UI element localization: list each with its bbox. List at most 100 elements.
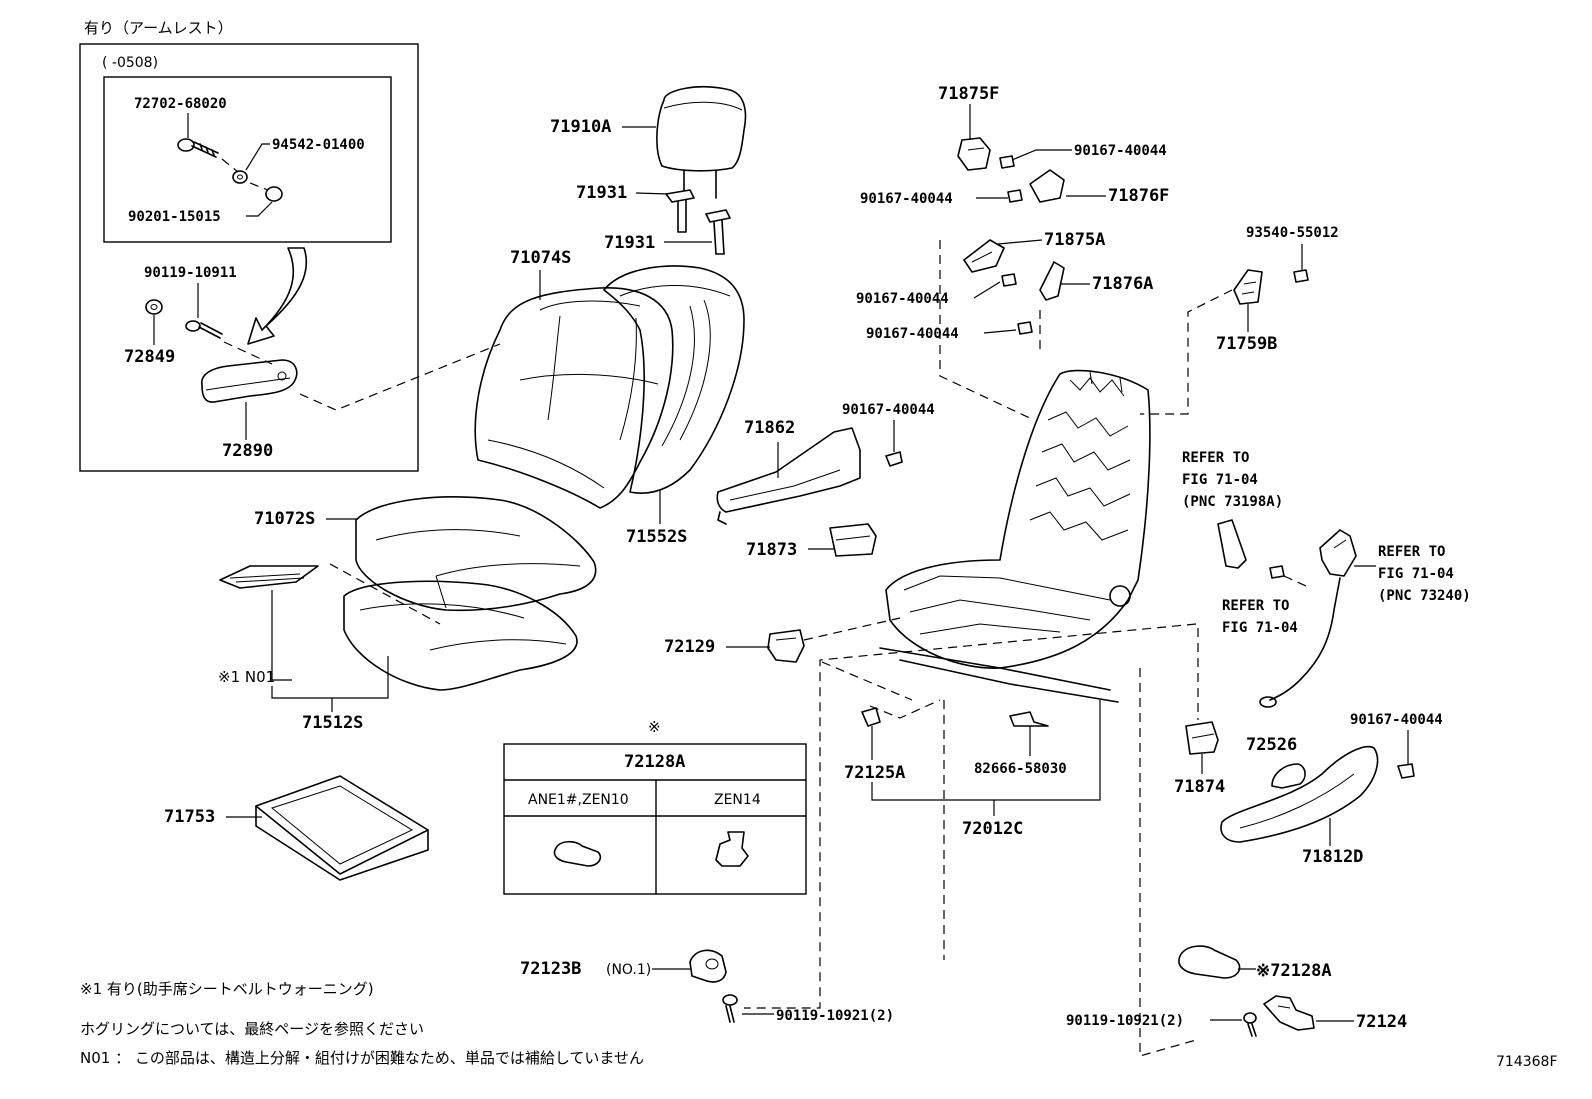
- seat-back-pad-icon: [603, 265, 745, 494]
- lever-screw-label: 93540-55012: [1246, 225, 1339, 241]
- hinge-screw-f2-label: 90167-40044: [860, 191, 953, 207]
- tray-label: 71753: [164, 807, 215, 827]
- hinge-cover-a-label: 71875A: [1044, 230, 1105, 250]
- hinge-screw-a2-label: 90167-40044: [866, 326, 959, 342]
- bolt-left-icon: [722, 994, 738, 1023]
- cover-71873-icon: [829, 523, 877, 557]
- nut-icon: [265, 186, 283, 202]
- seat-back-cover-icon: [474, 287, 674, 509]
- seatbelt-buckle-icon: [1259, 529, 1357, 708]
- diagram-number: 714368F: [1496, 1054, 1558, 1070]
- variant-table-marker: ※: [648, 718, 661, 736]
- shield-screw-icon: [885, 451, 903, 467]
- hinge-cover-f-label: 71875F: [938, 84, 999, 104]
- cover-variant-2-icon: [715, 831, 749, 867]
- n01-label: ※1 N01: [218, 668, 275, 686]
- tray-icon: [255, 775, 429, 881]
- armrest-to-seat-dashline: [299, 343, 501, 411]
- clip-82666-label: 82666-58030: [974, 761, 1067, 777]
- bolt-left-label: 90119-10921(2): [776, 1008, 894, 1024]
- belt-dashline: [1283, 575, 1307, 587]
- inset-nut-label: 90201-15015: [128, 209, 221, 225]
- bolt-right-label: 90119-10921(2): [1066, 1013, 1184, 1029]
- refer-belt-line3: (PNC 73240): [1378, 588, 1471, 604]
- headrest-icon: [656, 86, 747, 199]
- headrest-support-label-1: 71931: [576, 183, 627, 203]
- headrest-support-icon: [665, 189, 731, 255]
- refer-bolt-line2: FIG 71-04: [1222, 620, 1298, 636]
- variant-table-col1: ANE1#,ZEN10: [528, 792, 629, 808]
- hinge-cover-a-icon: [963, 239, 1005, 273]
- footnote-1: ※1 有り(助手席シートベルトウォーニング): [80, 980, 374, 998]
- cushion-cover-label: 71072S: [254, 509, 315, 529]
- bolt-belt-icon: [1269, 565, 1285, 579]
- bolt-right-icon: [1243, 1012, 1257, 1037]
- variant-table-col2: ZEN14: [714, 792, 761, 808]
- side-shield-icon: [1220, 745, 1379, 843]
- seat-back-pad-label: 71552S: [626, 527, 687, 547]
- hinge-cover-f2-label: 71876F: [1108, 186, 1169, 206]
- hinge-screw-a2-icon: [1017, 321, 1033, 335]
- curved-arrow-icon: [247, 247, 308, 345]
- cover-72128a-icon: [1178, 945, 1241, 979]
- shield-inner-label: 71862: [744, 418, 795, 438]
- armrest-inset: 有り（アームレスト） ( -0508) 72702-68020 94542-01…: [79, 19, 419, 472]
- cushion-cover-icon: [355, 496, 597, 612]
- seat-frame-icon: [879, 369, 1151, 703]
- variant-table: ※ 72128A ANE1#,ZEN10 ZEN14: [503, 718, 807, 895]
- side-screw-icon: [1397, 763, 1415, 779]
- lever-screw-icon: [1293, 269, 1309, 283]
- cover-72124-icon: [1263, 995, 1315, 1031]
- inset-frame: [79, 43, 419, 472]
- refer-buckle-line1: REFER TO: [1182, 450, 1249, 466]
- cover-71874-label: 71874: [1174, 777, 1225, 797]
- seat-adjuster-label: 72012C: [962, 819, 1023, 839]
- inset-subframe: [103, 76, 392, 243]
- cover-72128a-label: ※72128A: [1256, 961, 1332, 981]
- washer-icon: [232, 170, 248, 184]
- inset-washer-label: 94542-01400: [272, 137, 365, 153]
- side-shield-label: 71812D: [1302, 847, 1363, 867]
- shield-screw-label: 90167-40044: [842, 402, 935, 418]
- cover-72123b-qty: (NO.1): [606, 962, 651, 978]
- cover-variant-1-icon: [553, 840, 602, 867]
- refer-belt-line1: REFER TO: [1378, 544, 1445, 560]
- cover-72124-label: 72124: [1356, 1012, 1407, 1032]
- knob-icon: [1271, 763, 1306, 789]
- cap-icon: [145, 299, 163, 315]
- hinge-cover-a2-label: 71876A: [1092, 274, 1153, 294]
- cushion-pad-icon: [343, 580, 578, 691]
- hinge-cover-f-icon: [957, 137, 991, 171]
- variant-table-title: 72128A: [624, 752, 685, 772]
- lever-icon: [1233, 269, 1263, 305]
- adjuster-bracket: [871, 700, 1101, 801]
- shield-inner-icon: [716, 427, 861, 525]
- clip-72125a-label: 72125A: [844, 763, 905, 783]
- hook-72129-label: 72129: [664, 637, 715, 657]
- cover-71873-label: 71873: [746, 540, 797, 560]
- armrest-icon: [201, 359, 298, 403]
- hinge-cover-a2-icon: [1039, 261, 1065, 301]
- refer-buckle-line2: FIG 71-04: [1182, 472, 1258, 488]
- hinge-screw-f2-icon: [1007, 189, 1023, 203]
- hinge-screw-f1-label: 90167-40044: [1074, 143, 1167, 159]
- adjuster-dashline-mid: [821, 661, 913, 701]
- inset-screw-label: 90119-10911: [144, 265, 237, 281]
- inset-armrest-label: 72890: [222, 441, 273, 461]
- hinge-cover-f2-icon: [1029, 169, 1065, 203]
- hinge-to-frame-dashline: [939, 240, 1035, 421]
- hook-72129-icon: [767, 629, 805, 663]
- refer-buckle-line3: (PNC 73198A): [1182, 494, 1283, 510]
- refer-belt-line2: FIG 71-04: [1378, 566, 1454, 582]
- clip-dashline: [869, 699, 941, 719]
- footnote-3: N01 ： この部品は、構造上分解・組付けが困難なため、単品では補給していません: [80, 1049, 644, 1067]
- adjuster-dashline-left: [744, 623, 1197, 1009]
- buckle-bracket-icon: [1217, 519, 1247, 569]
- knob-label: 72526: [1246, 735, 1297, 755]
- headrest-support-label-2: 71931: [604, 233, 655, 253]
- inset-bolt-label: 72702-68020: [134, 96, 227, 112]
- headrest-group: 71910A 71931 71931: [550, 86, 747, 255]
- headrest-label: 71910A: [550, 117, 611, 137]
- inset-cap-label: 72849: [124, 347, 175, 367]
